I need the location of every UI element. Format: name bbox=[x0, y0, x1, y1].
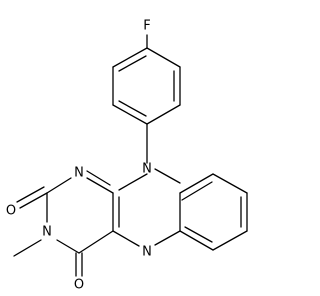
molecule-diagram: F N N N N O O bbox=[6, 19, 248, 293]
bond bbox=[112, 104, 148, 125]
structure-svg: F N N N N O O bbox=[6, 19, 248, 293]
bond bbox=[118, 100, 147, 117]
bond bbox=[56, 239, 80, 254]
bond bbox=[118, 55, 147, 72]
bond bbox=[179, 230, 214, 251]
atom-label-layer: F N N N N O O bbox=[6, 19, 152, 293]
nitrogen-label-n5: N bbox=[142, 245, 152, 260]
bond bbox=[112, 47, 148, 68]
bond bbox=[118, 173, 148, 191]
bond bbox=[46, 177, 72, 194]
oxygen-label-c4: O bbox=[74, 278, 84, 293]
bond-layer bbox=[13, 34, 248, 277]
nitrogen-label-n10: N bbox=[142, 162, 152, 177]
bond bbox=[78, 230, 114, 254]
nitrogen-label-n3: N bbox=[42, 225, 52, 240]
bond bbox=[212, 230, 248, 251]
oxygen-label-c2: O bbox=[6, 204, 16, 219]
bond bbox=[86, 177, 114, 194]
bond bbox=[154, 168, 181, 184]
bond bbox=[19, 192, 48, 209]
fluorine-label: F bbox=[143, 19, 150, 34]
bond bbox=[112, 230, 140, 247]
bond bbox=[86, 170, 111, 186]
bond bbox=[13, 239, 42, 257]
bond bbox=[146, 47, 181, 68]
bond bbox=[16, 186, 45, 203]
bond bbox=[181, 181, 213, 201]
bond bbox=[179, 173, 214, 194]
bond bbox=[146, 104, 181, 125]
bond bbox=[212, 173, 248, 194]
bond bbox=[184, 226, 213, 243]
bond bbox=[154, 230, 181, 246]
nitrogen-label-n1: N bbox=[74, 166, 84, 181]
